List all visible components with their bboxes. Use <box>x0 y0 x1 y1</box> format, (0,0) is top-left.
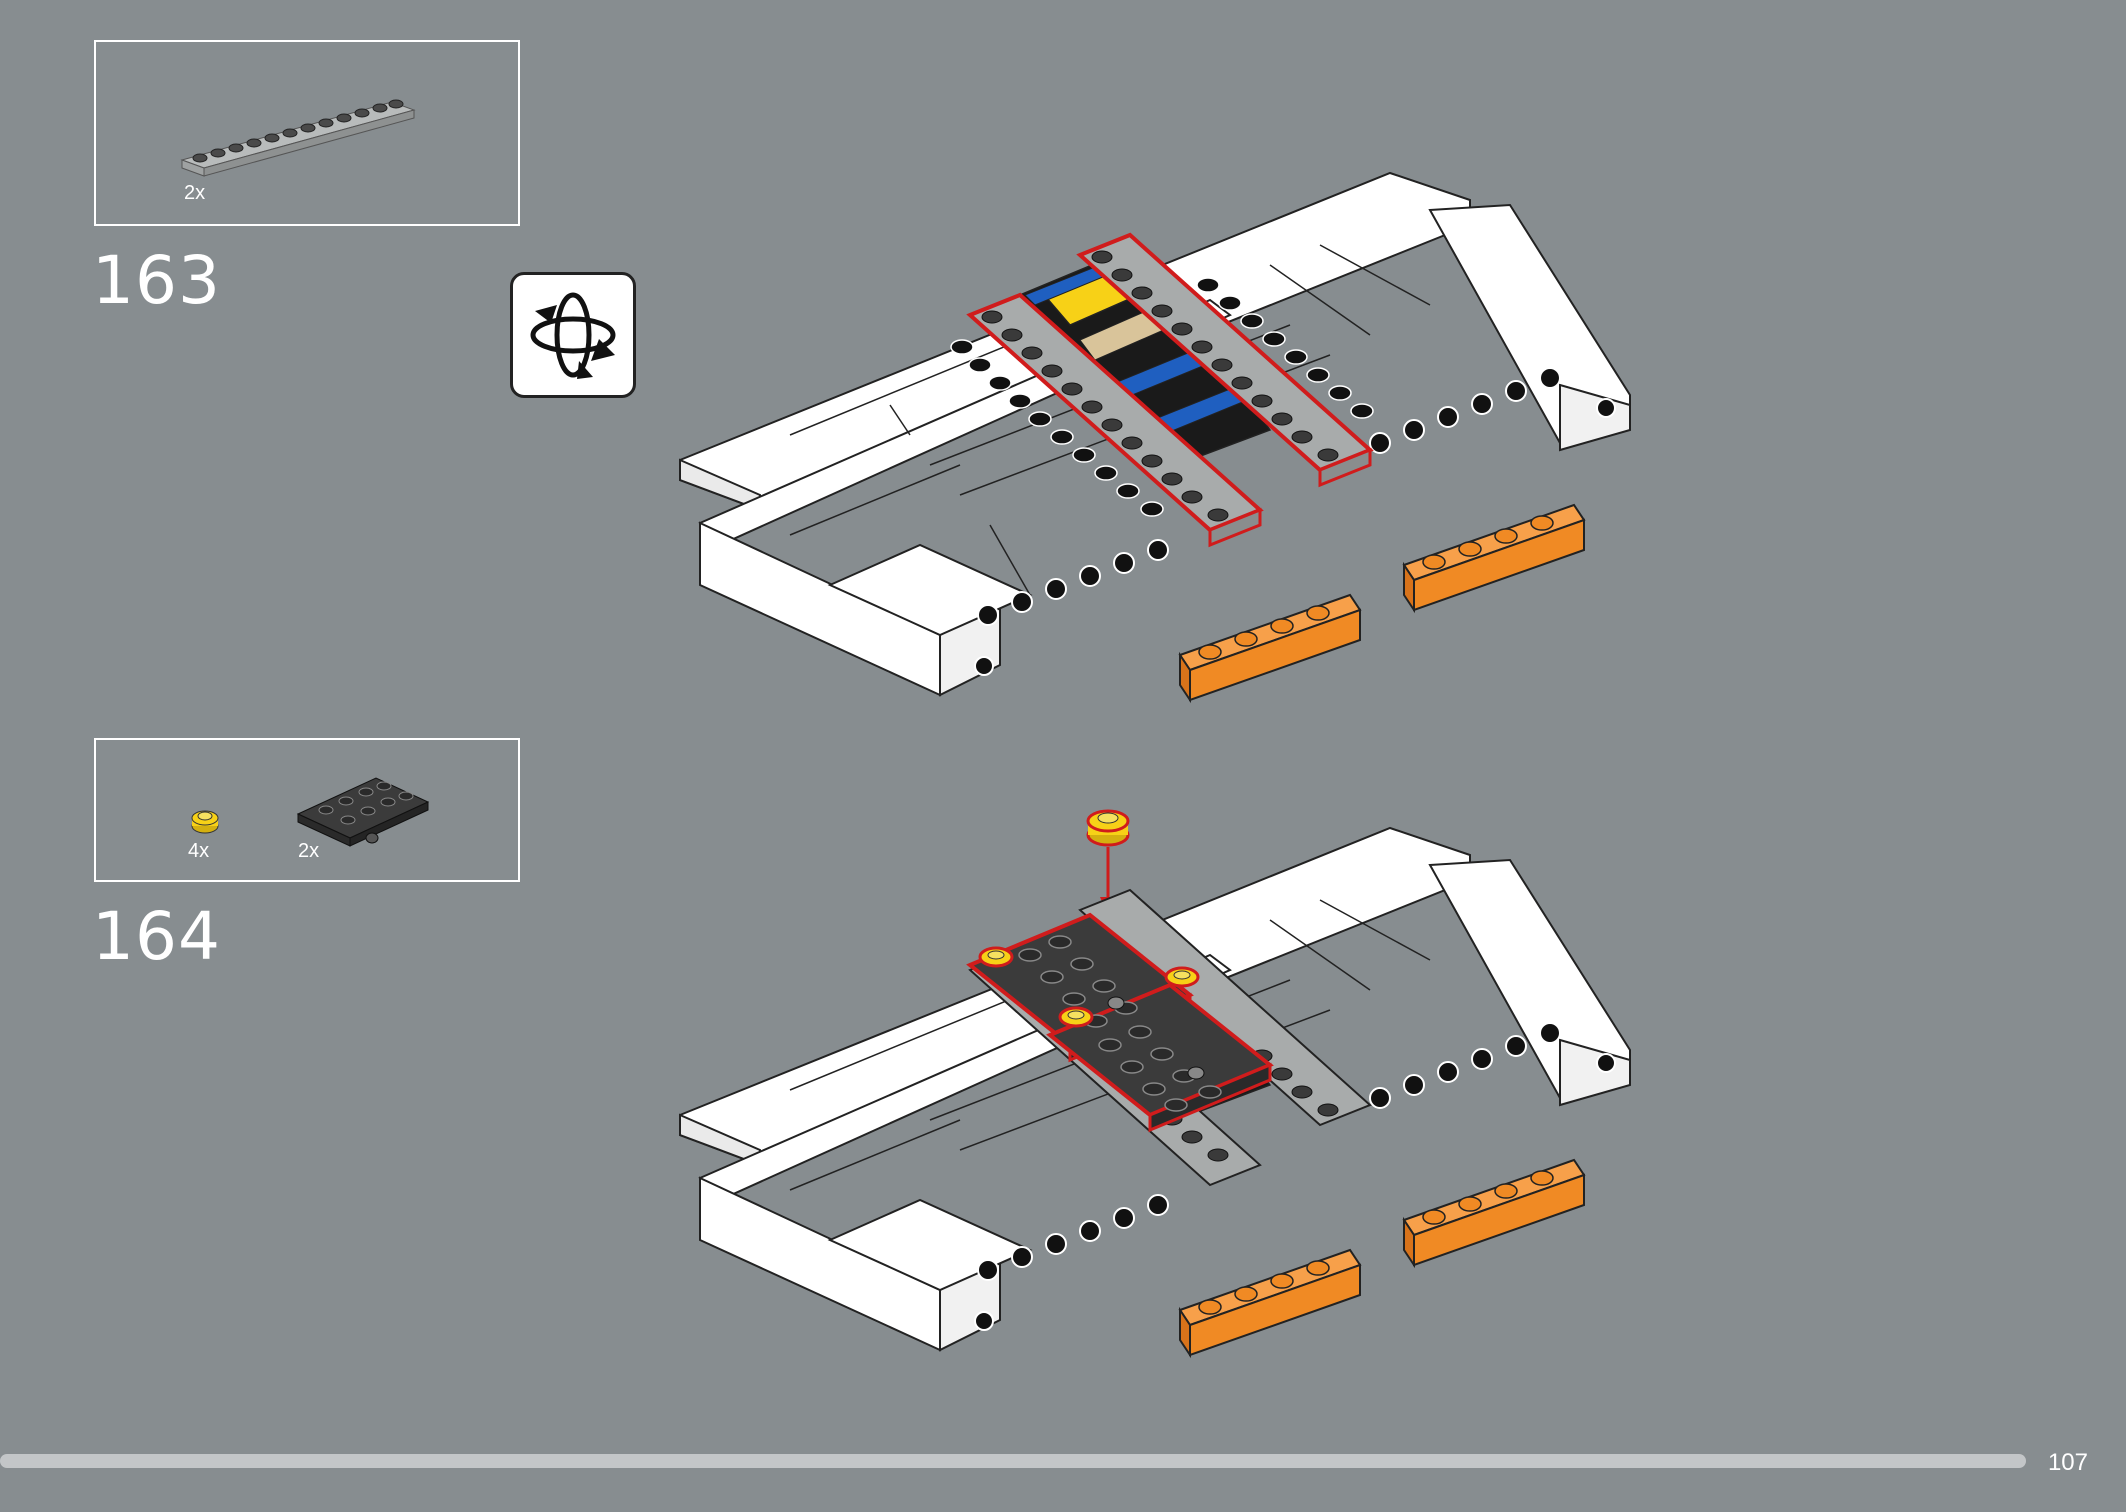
rotate-model-icon <box>530 292 616 379</box>
page-progress-bar <box>0 1454 2026 1468</box>
part-quantity: 2x <box>298 840 320 862</box>
light-gray-plate-1x12-icon <box>180 99 416 177</box>
step-163-model-illustration <box>679 171 1631 704</box>
orange-brick <box>1178 593 1362 704</box>
yellow-round-plate-1x1-icon <box>191 810 219 834</box>
parts-list-box-step-164: 4x 2x <box>94 738 520 882</box>
orange-brick <box>1178 1248 1362 1359</box>
step-number: 163 <box>92 242 221 319</box>
page-number: 107 <box>2047 1449 2088 1476</box>
step-164-model-illustration <box>679 809 1631 1359</box>
rotate-model-callout <box>510 272 636 398</box>
part-quantity: 4x <box>188 840 210 862</box>
step-number: 164 <box>92 898 221 975</box>
dark-gray-plate-2x4-with-pin-hole-icon <box>296 777 430 847</box>
orange-brick <box>1402 503 1586 614</box>
part-quantity: 2x <box>184 182 206 204</box>
parts-list-box-step-163: 2x <box>94 40 520 226</box>
orange-brick <box>1402 1158 1586 1269</box>
